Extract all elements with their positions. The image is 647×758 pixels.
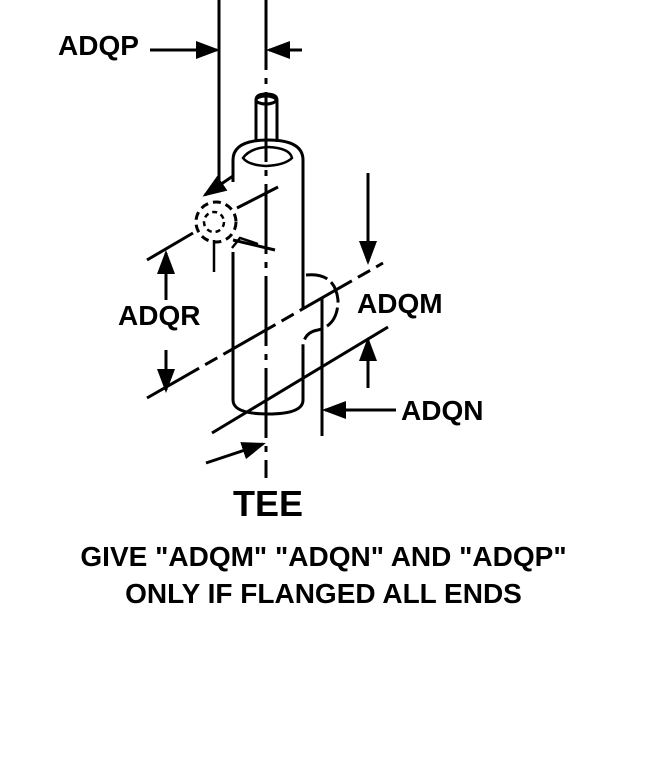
label-adqr: ADQR [118,300,201,331]
label-adqp: ADQP [58,30,139,61]
adqr-lower-extension [146,261,384,400]
main-body [231,138,305,308]
drawing-title: TEE [233,483,304,524]
branch-flange [194,200,238,244]
note-line-2: ONLY IF FLANGED ALL ENDS [125,578,522,609]
side-outlet [301,273,340,346]
label-adqm: ADQM [357,288,443,319]
bottom-extension [211,325,389,435]
label-adqn: ADQN [401,395,484,426]
note-line-1: GIVE "ADQM" "ADQN" AND "ADQP" [80,541,567,572]
